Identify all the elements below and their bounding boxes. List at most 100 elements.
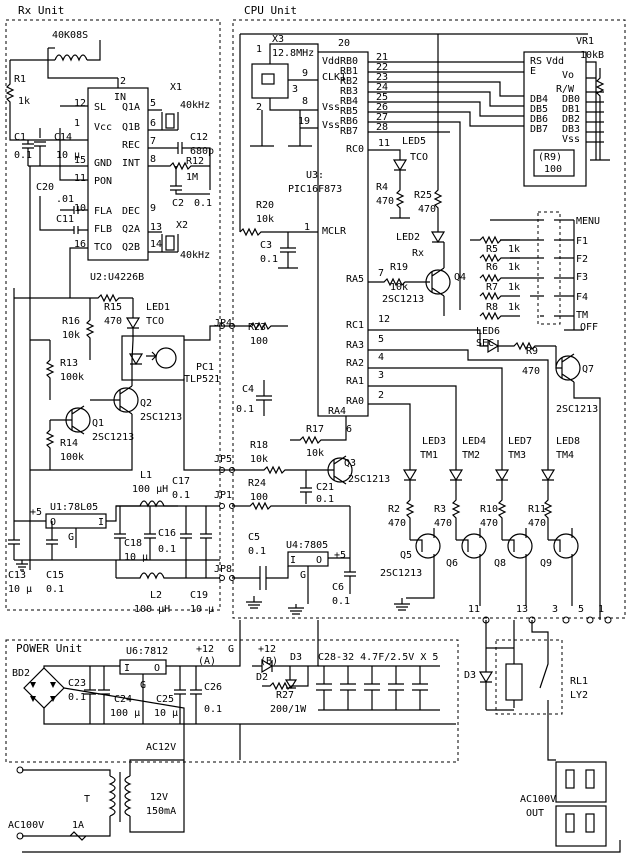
plus12b-tag: (B) (260, 656, 278, 667)
ac100v-label: AC100V (8, 820, 44, 831)
u3-pn-6: 6 (346, 424, 352, 435)
r2-value: 470 (388, 518, 406, 529)
r18-value: 10k (250, 454, 268, 465)
c14-name: C14 (54, 132, 72, 143)
c12-name: C12 (190, 132, 208, 143)
pc1-name: PC1 (196, 362, 214, 373)
r1-name: R1 (14, 74, 26, 85)
r20-value: 10k (256, 214, 274, 225)
pc1-value: TLP521 (184, 374, 220, 385)
cpu-unit-title: CPU Unit (244, 4, 297, 17)
u3-pin-rb4: RB4 (340, 96, 358, 107)
u3-pin-rb7: RB7 (340, 126, 358, 137)
q2-value: 2SC1213 (140, 412, 182, 423)
rl1-name: RL1 (570, 676, 588, 687)
c14-value: 10 μ (56, 150, 80, 161)
u2-pn-8: 8 (150, 154, 156, 165)
q3-value: 2SC1213 (348, 474, 390, 485)
r27-name: R27 (276, 690, 294, 701)
u3-pin-rb6: RB6 (340, 116, 358, 127)
led1-name: LED1 (146, 302, 170, 313)
r12-value: 1M (186, 172, 198, 183)
r18-name: R18 (250, 440, 268, 451)
x2-name: X2 (176, 220, 188, 231)
l1-name: L1 (140, 470, 152, 481)
x3-value: 12.8MHz (272, 48, 314, 59)
u1-name: U1:78L05 (50, 502, 98, 513)
r25-name: R25 (414, 190, 432, 201)
cpu-plus5: +5 (334, 550, 346, 561)
r4-value: 470 (376, 196, 394, 207)
u1-i: I (98, 517, 104, 528)
u2-pin-dec: DEC (122, 206, 140, 217)
c16-name: C16 (158, 528, 176, 539)
fuse-label: 1A (72, 820, 84, 831)
u2-pin-sl: SL (94, 102, 106, 113)
r6-name: R6 (486, 262, 498, 273)
lcd-pin-db3: DB3 (562, 124, 580, 135)
x3-name: X3 (272, 34, 284, 45)
r16-name: R16 (62, 316, 80, 327)
l2-name: L2 (150, 590, 162, 601)
led7-name: LED7 (508, 436, 532, 447)
c12-value: 680p (190, 146, 214, 157)
led5-name: LED5 (402, 136, 426, 147)
transformer-current: 150mA (146, 806, 176, 817)
c1-name: C1 (14, 132, 26, 143)
plus12b: +12 (258, 644, 276, 655)
u3-pin-ra2: RA2 (346, 358, 364, 369)
led8-value: TM4 (556, 450, 574, 461)
term-11: 11 (468, 604, 480, 615)
c20-value: .01 (56, 194, 74, 205)
r14-value: 100k (60, 452, 84, 463)
led4-value: TM2 (462, 450, 480, 461)
sw-off: OFF (580, 322, 598, 333)
r11-value: 470 (528, 518, 546, 529)
r7-value: 1k (508, 282, 520, 293)
sw-tm: TM (576, 310, 588, 321)
x2-value: 40kHz (180, 250, 210, 261)
u2-pin-q1a: Q1A (122, 102, 140, 113)
r15-value: 470 (104, 316, 122, 327)
r19-name: R19 (390, 262, 408, 273)
u2-pin-q2b: Q2B (122, 242, 140, 253)
r24-name: R24 (248, 478, 266, 489)
r3-value: 470 (434, 518, 452, 529)
c23-name: C23 (68, 678, 86, 689)
d2-name: D2 (256, 672, 268, 683)
u3-pn-4: 4 (378, 352, 384, 363)
u3-pn-22: 22 (376, 62, 388, 73)
q1-name: Q1 (92, 418, 104, 429)
c13-value: 10 μ (8, 584, 32, 595)
rl1-value: LY2 (570, 690, 588, 701)
ac12v-label: AC12V (146, 742, 176, 753)
rx-unit-title: Rx Unit (18, 4, 64, 17)
lcd-pin-vss: Vss (562, 134, 580, 145)
led2-value: Rx (412, 248, 424, 259)
u2-pn-5: 5 (150, 98, 156, 109)
led1-value: TCO (146, 316, 164, 327)
u2-pin-in: IN (114, 92, 126, 103)
u6-i: I (124, 663, 130, 674)
u3-pn-7: 7 (378, 268, 384, 279)
transformer-voltage: 12V (150, 792, 168, 803)
power-unit-title: POWER Unit (16, 642, 82, 655)
u3-pn-2: 2 (378, 390, 384, 401)
u3-pn-26: 26 (376, 102, 388, 113)
lcd-module (523, 51, 587, 187)
u2-pin-fla: FLA (94, 206, 112, 217)
led3-name: LED3 (422, 436, 446, 447)
c24-value: 100 μ (110, 708, 140, 719)
u3-pin-clk1: CLK1 (322, 72, 346, 83)
r8-value: 1k (508, 302, 520, 313)
plus12a-tag: (A) (198, 656, 216, 667)
u3-pn-8: 8 (302, 96, 308, 107)
rx-plus5: +5 (30, 507, 42, 518)
u3-pn-1: 1 (304, 222, 310, 233)
u4-o: O (316, 555, 322, 566)
c18-name: C18 (124, 538, 142, 549)
r13-name: R13 (60, 358, 78, 369)
lcd-pin-e: E (530, 66, 536, 77)
